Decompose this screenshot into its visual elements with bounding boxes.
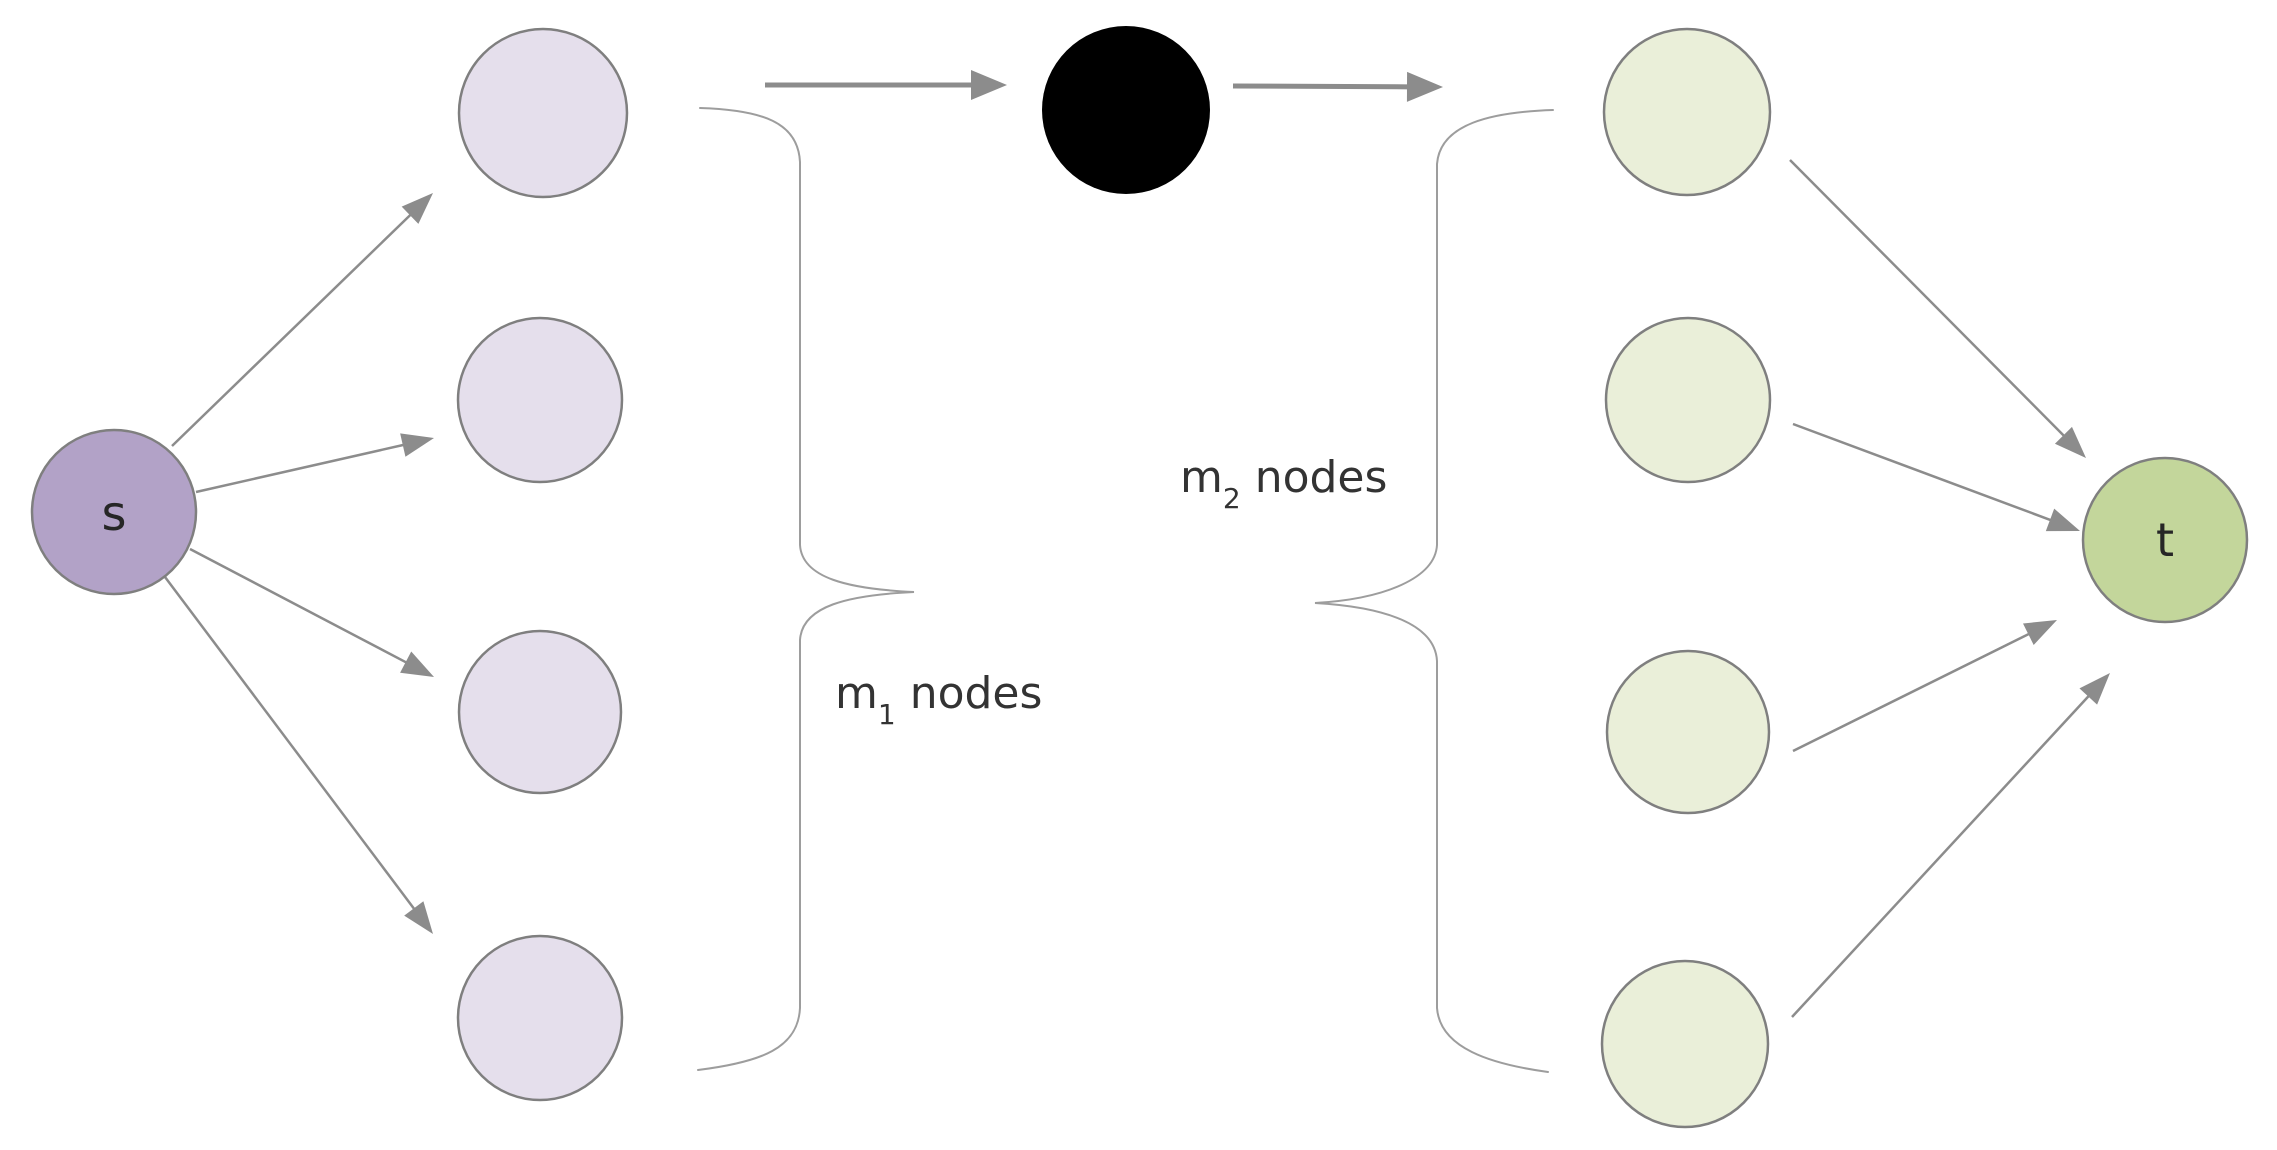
edge-line-m2-1-to-t: [1789, 159, 2066, 438]
node-bottleneck: [1042, 26, 1210, 194]
arrowhead-icon-s-to-m1-1: [401, 193, 433, 224]
node-m1-1: [457, 27, 629, 199]
edge-line-m2-4-to-t: [1791, 694, 2091, 1018]
node-m1-2: [456, 316, 624, 484]
arrowhead-icon-m2-2-to-t: [2045, 508, 2080, 532]
edge-line-s-to-m1-3: [189, 547, 409, 665]
arrowhead-icon-m2-1-to-t: [2054, 426, 2086, 458]
node-m2-2: [1604, 316, 1772, 484]
node-m2-1: [1602, 27, 1772, 197]
node-s: [30, 428, 198, 596]
node-t: [2081, 456, 2249, 624]
arrowhead-icon-m2-3-to-t: [2023, 620, 2057, 645]
arrowhead-icon-m2-4-to-t: [2079, 673, 2110, 705]
edge-line-s-to-m1-4: [164, 576, 416, 911]
edge-line-s-to-m1-1: [171, 212, 413, 447]
brace-m2-brace: [1314, 109, 1554, 1073]
edge-line-m2-2-to-t: [1792, 422, 2053, 522]
arrowhead-icon-m1-to-bottleneck: [971, 70, 1007, 100]
edge-line-m2-3-to-t: [1792, 632, 2031, 753]
arrowhead-icon-bottleneck-to-m2: [1406, 71, 1443, 102]
edge-line-s-to-m1-2: [195, 443, 406, 494]
brace-m1-brace: [697, 107, 915, 1071]
node-m1-4: [456, 934, 624, 1102]
node-m1-3: [457, 629, 623, 795]
arrowhead-icon-s-to-m1-4: [404, 901, 433, 934]
label-m1-nodes-label: m1 nodes: [835, 668, 1042, 731]
label-m2-nodes-label: m2 nodes: [1180, 452, 1387, 515]
arrowhead-icon-s-to-m1-2: [400, 433, 434, 457]
node-label-t: t: [2156, 513, 2174, 567]
node-label-s: s: [101, 486, 126, 542]
edge-line-bottleneck-to-m2: [1232, 83, 1410, 90]
node-m2-3: [1605, 649, 1771, 815]
arrowhead-icon-s-to-m1-3: [400, 651, 434, 677]
node-m2-4: [1600, 959, 1770, 1129]
